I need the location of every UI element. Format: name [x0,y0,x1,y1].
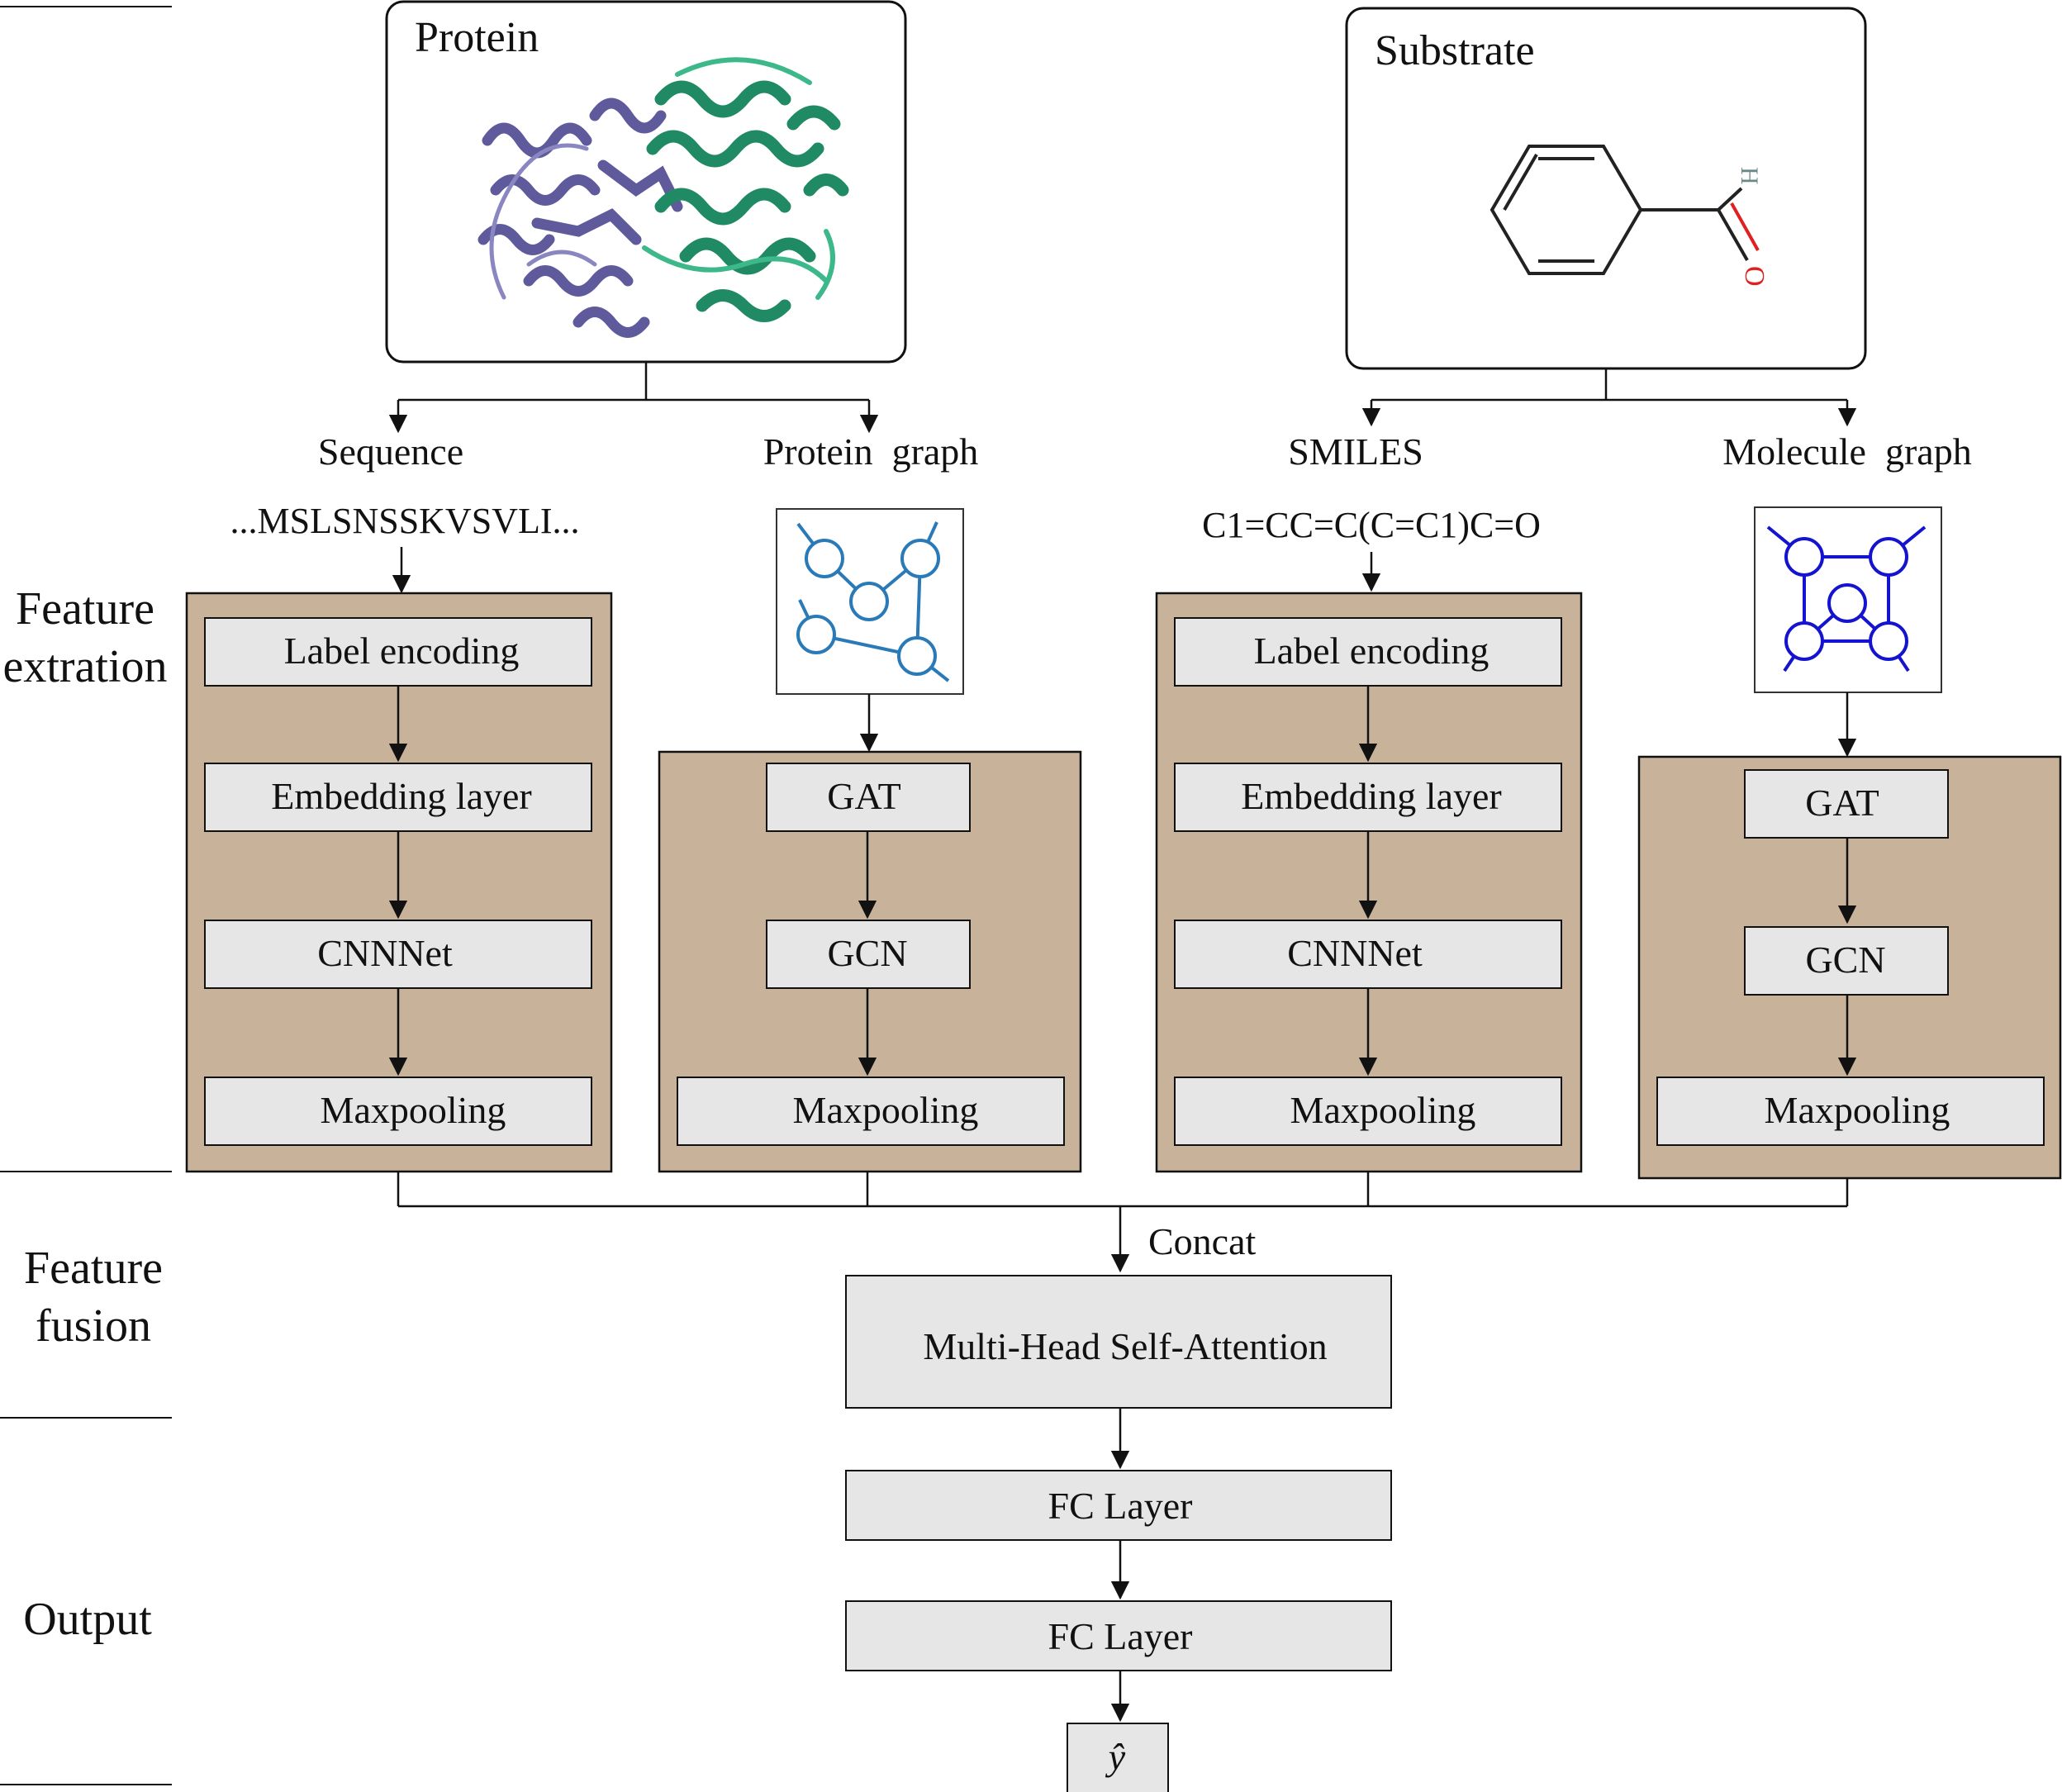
prediction-output-text: ŷ [1105,1736,1126,1778]
smi-cnnnet-block: CNNNet [1174,920,1562,989]
seq-maxpooling-text: Maxpooling [321,1089,506,1131]
mg-gcn-text: GCN [1805,939,1885,981]
seq-embedding-block: Embedding layer [204,763,592,832]
section-label-feature-extraction-line1: Feature [16,583,154,635]
substrate-title: Substrate [1375,27,1535,74]
pg-gcn-text: GCN [827,932,907,974]
mg-gcn-block: GCN [1744,926,1949,996]
section-label-feature-extraction-line2: extration [2,641,167,692]
smi-label-encoding-text: Label encoding [1254,630,1489,672]
seq-label-encoding-text: Label encoding [284,630,520,672]
fc-layer-1-block: FC Layer [845,1470,1392,1541]
seq-label-encoding-block: Label encoding [204,617,592,687]
input-split-connectors [388,362,1857,434]
pg-gat-text: GAT [827,775,900,817]
branch-label-smiles: SMILES [1288,430,1423,473]
section-label-output: Output [23,1594,152,1645]
protein-title: Protein [415,14,539,61]
section-label-feature-fusion-line2: fusion [36,1300,151,1352]
branch-label-sequence: Sequence [318,430,463,473]
seq-cnnnet-text: CNNNet [317,932,453,974]
pg-gat-block: GAT [766,763,971,832]
mg-gat-block: GAT [1744,769,1949,839]
seq-maxpooling-block: Maxpooling [204,1077,592,1146]
smi-embedding-block: Embedding layer [1174,763,1562,832]
pg-maxpooling-text: Maxpooling [793,1089,979,1131]
module-input-arrows [392,547,1857,758]
mg-maxpooling-block: Maxpooling [1656,1077,2045,1146]
section-dividers [0,6,172,1785]
benzaldehyde-structure [1489,145,1760,275]
molecule-graph-icon [1754,506,1942,693]
concat-connectors [397,1172,1849,1273]
seq-cnnnet-block: CNNNet [204,920,592,989]
protein-structure-image [477,57,849,338]
smiles-example: C1=CC=C(C=C1)C=O [1202,505,1541,545]
seq-embedding-text: Embedding layer [271,775,532,817]
sequence-feature-module: Label encoding Embedding layer CNNNet Ma… [185,592,613,1173]
smi-label-encoding-block: Label encoding [1174,617,1562,687]
branch-label-protein-graph: Protein graph [763,430,979,473]
substrate-atom-h: H [1736,167,1763,185]
mg-maxpooling-text: Maxpooling [1765,1089,1950,1131]
multi-head-attention-block: Multi-Head Self-Attention [845,1275,1392,1409]
protein-input-panel: Protein [385,0,907,364]
smi-maxpooling-text: Maxpooling [1290,1089,1476,1131]
fc-layer-2-text: FC Layer [1048,1615,1192,1657]
pg-maxpooling-block: Maxpooling [677,1077,1065,1146]
multi-head-attention-text: Multi-Head Self-Attention [923,1325,1327,1367]
prediction-output-block: ŷ [1067,1723,1169,1792]
pg-gcn-block: GCN [766,920,971,989]
protein-graph-feature-module: GAT GCN Maxpooling [658,750,1082,1173]
smi-cnnnet-text: CNNNet [1287,932,1423,974]
sequence-example: ...MSLSNSSKVSVLI... [230,501,580,541]
molecule-graph-feature-module: GAT GCN Maxpooling [1637,755,2062,1180]
mg-gat-text: GAT [1805,782,1879,824]
smi-maxpooling-block: Maxpooling [1174,1077,1562,1146]
concat-label: Concat [1148,1220,1257,1262]
substrate-atom-o: O [1739,266,1770,287]
fc-layer-2-block: FC Layer [845,1600,1392,1671]
substrate-input-panel: Substrate H O [1345,7,1867,370]
fc-layer-1-text: FC Layer [1048,1485,1192,1527]
branch-label-molecule-graph: Molecule graph [1722,430,1971,473]
smiles-feature-module: Label encoding Embedding layer CNNNet Ma… [1155,592,1583,1173]
protein-graph-icon [776,508,964,695]
smi-embedding-text: Embedding layer [1241,775,1502,817]
section-label-feature-fusion-line1: Feature [24,1243,163,1294]
